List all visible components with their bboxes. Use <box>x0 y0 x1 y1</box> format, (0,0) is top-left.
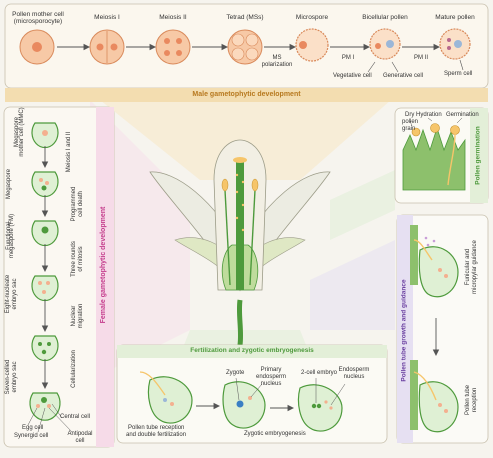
generative-cell-label: Generative cell <box>383 73 424 79</box>
tetrad-cell <box>227 29 263 65</box>
pm2-label: PM II <box>413 55 428 61</box>
fertilization-reception-label-1: Pollen tube reception <box>128 425 185 431</box>
mmc-ovule-5 <box>31 335 59 362</box>
ms-polarization-label-2: polarization <box>261 62 293 68</box>
meiosis1-label: Meiosis I <box>94 14 120 21</box>
pen-label-2: endosperm <box>255 374 287 380</box>
microspore-cell <box>295 28 329 62</box>
seven-celled-ovule <box>29 392 61 421</box>
dry-label-1: Dry <box>405 112 415 118</box>
egg-cell-label: Egg cell <box>22 425 44 431</box>
meiosis2-label: Meiosis II <box>159 14 187 21</box>
fertilization-title: Fertilization and zygotic embryogenesis <box>190 347 314 354</box>
zygote-ovule <box>222 381 266 429</box>
pmc-label: Pollen mother cell <box>12 11 64 18</box>
bicellular-label: Bicellular pollen <box>362 14 408 21</box>
fertilization-reception-label-2: and double fertilization <box>126 432 187 438</box>
pm1-label: PM I <box>341 55 355 61</box>
central-cell-label: Central cell <box>60 414 91 420</box>
pmc-sublabel: (microsporocyte) <box>13 18 63 25</box>
antipodal-cell-label-1: Antipodal <box>67 431 93 437</box>
bicellular-cell <box>369 28 401 60</box>
antipodal-cell-label-2: cell <box>75 438 85 444</box>
ms-polarization-label-1: MS <box>272 55 282 61</box>
sperm-cell-label: Sperm cell <box>444 71 473 77</box>
tetrad-label: Tetrad (MSs) <box>226 14 264 21</box>
dry-label-3: grain <box>402 126 416 132</box>
zygotic-embryogenesis-label: Zygotic embryogenesis <box>244 431 306 437</box>
mature-pollen-cell <box>439 28 471 60</box>
megaspore-ovule <box>31 171 59 198</box>
synergid-cell-label: Synergid cell <box>14 433 49 439</box>
vegetative-cell-label: Vegetative cell <box>333 73 372 79</box>
two-cell-embryo-label: 2-cell embryo <box>301 370 338 376</box>
endosperm-nucleus-label-1: Endosperm <box>338 367 370 373</box>
pmc-cell <box>19 29 55 65</box>
endosperm-nucleus-label-2: nucleus <box>343 374 365 380</box>
hydration-label: Hydration <box>416 112 442 118</box>
germination-label: Germination <box>446 112 479 118</box>
meiosis1-cell <box>89 29 125 65</box>
hydrated-pollen-grain <box>430 123 440 133</box>
fertilization-ovule <box>139 371 193 424</box>
mature-pollen-label: Mature pollen <box>435 14 475 21</box>
zygote-label: Zygote <box>226 370 245 376</box>
meiosis2-cell <box>155 29 191 65</box>
microspore-label: Microspore <box>295 14 329 21</box>
two-cell-embryo-ovule <box>297 384 343 432</box>
male-title: Male gametophytic development <box>192 91 301 98</box>
dry-pollen-grain <box>411 127 421 137</box>
pen-label-1: Primary <box>260 367 282 373</box>
pen-label-3: nucleus <box>260 381 282 387</box>
dry-label-2: pollen <box>402 119 419 125</box>
